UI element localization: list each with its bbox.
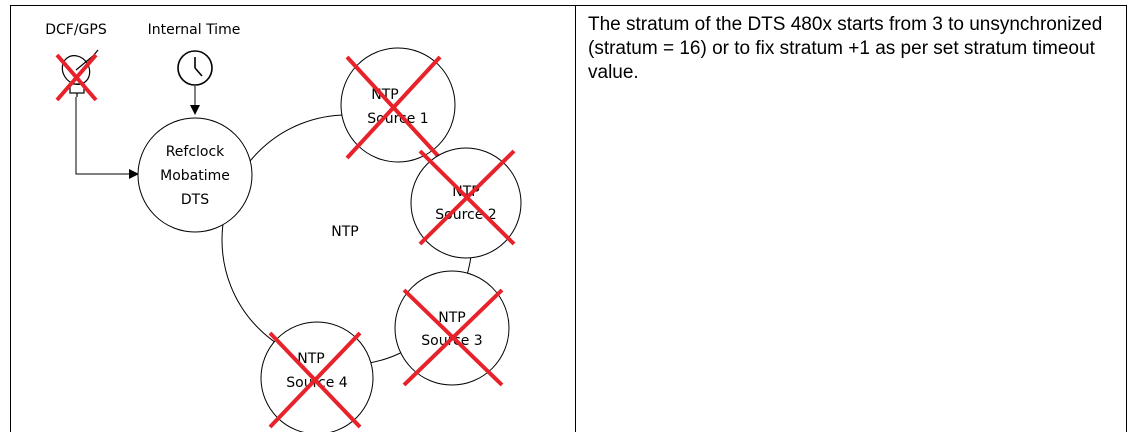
layout-table — [10, 5, 1127, 432]
ntp-ring-label: NTP — [331, 224, 358, 240]
ntp-source-4-failure-cross — [268, 331, 362, 429]
ntp-source-1-failure-cross — [345, 55, 442, 160]
ntp-source-3-label-line1: NTP — [438, 310, 465, 326]
table-divider — [575, 5, 576, 432]
refclock-label-line1: Refclock — [166, 144, 225, 160]
refclock-label-line3: DTS — [181, 192, 209, 208]
ntp-source-3-node: NTP Source 3 — [394, 270, 510, 387]
ntp-source-2-failure-cross — [418, 149, 516, 246]
ntp-source-4-node: NTP Source 4 — [260, 321, 374, 432]
refclock-node: Refclock Mobatime DTS — [137, 117, 253, 233]
dcf-gps-failure-cross — [55, 53, 98, 102]
ntp-source-3-failure-cross — [402, 288, 504, 387]
ntp-source-2-node: NTP Source 2 — [410, 147, 522, 259]
internal-time-label: Internal Time — [148, 22, 241, 38]
ntp-sync-diagram: NTP DCF/GPS Internal Time Refclock Mobat… — [45, 22, 522, 432]
dcf-gps-arrow — [75, 97, 139, 179]
ntp-source-4-label-line1: NTP — [297, 351, 324, 367]
dcf-gps-label: DCF/GPS — [45, 22, 107, 38]
description-cell: The stratum of the DTS 480x starts from … — [588, 13, 1123, 85]
ntp-source-1-label-line2: Source 1 — [367, 111, 428, 127]
ntp-source-1-node: NTP Source 1 — [340, 47, 456, 163]
clock-icon — [177, 50, 213, 86]
description-text: The stratum of the DTS 480x starts from … — [588, 14, 1103, 83]
refclock-label-line2: Mobatime — [160, 168, 230, 184]
